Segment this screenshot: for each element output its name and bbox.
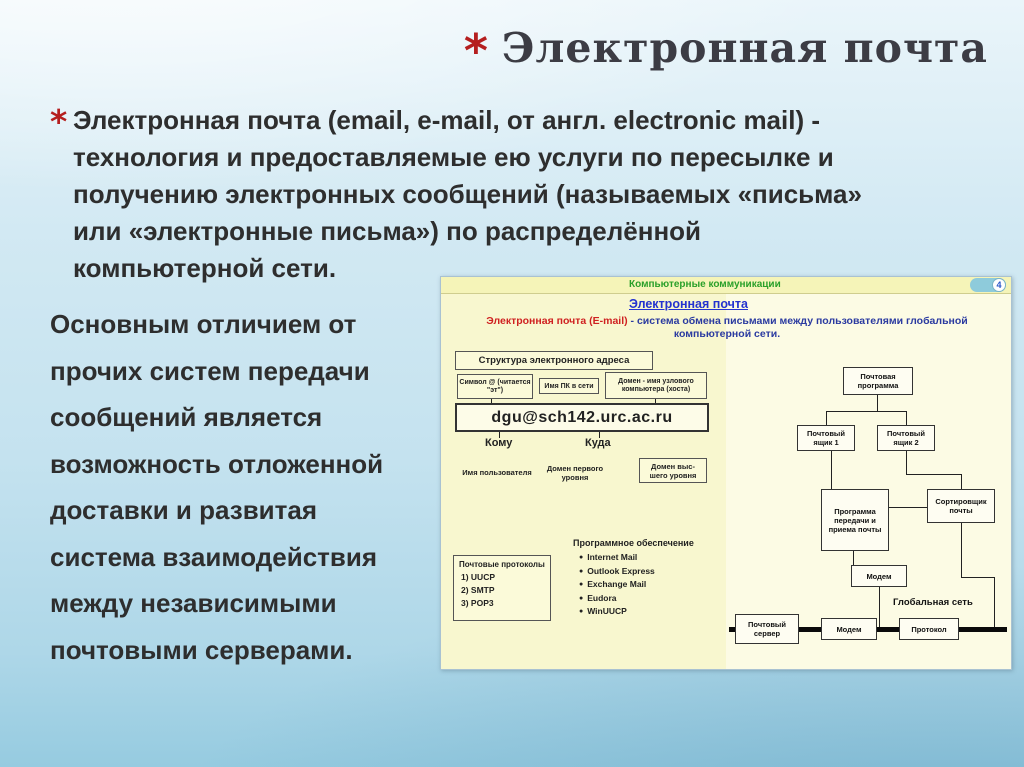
connector-line	[961, 523, 962, 577]
connector-line	[877, 395, 878, 411]
software-list: Программное обеспечение ●Internet Mail ●…	[561, 538, 733, 619]
top-level-domain-label: Домен выс- шего уровня	[639, 458, 707, 483]
diagram-protocol-box: Протокол	[899, 618, 959, 640]
intro-line: Электронная почта (email, e-mail, от анг…	[73, 105, 821, 135]
bullet-icon: ●	[579, 594, 584, 602]
software-item-label: Outlook Express	[587, 565, 655, 576]
software-item-label: Internet Mail	[587, 552, 638, 562]
connector-line	[994, 577, 995, 627]
software-item-label: Eudora	[587, 592, 617, 603]
embed-header-title: Компьютерные коммуникации	[629, 279, 781, 290]
body-line: почтовыми серверами.	[50, 634, 353, 665]
intro-line: технология и предоставляемые ею услуги п…	[73, 142, 834, 172]
connector-line	[889, 507, 927, 508]
body-line: Основным отличием от	[50, 309, 357, 339]
protocol-item: 3) POP3	[461, 598, 494, 608]
body-line: возможность отложенной	[50, 448, 384, 479]
page-number: 4	[992, 278, 1006, 292]
connector-line	[961, 474, 962, 489]
address-section-title: Структура электронного адреса	[455, 351, 653, 370]
title-asterisk-bullet-icon: *	[463, 24, 488, 78]
definition-text: - система обмена письмами между пользова…	[627, 315, 968, 340]
embed-subtitle: Электронная почта	[629, 297, 748, 311]
diagram-mailbox2-box: Почтовый ящик 2	[877, 425, 935, 451]
bullet-icon: ●	[579, 554, 584, 561]
connector-line	[961, 577, 995, 578]
diagram-mail-program-box: Почтовая программа	[843, 367, 913, 395]
connector-line	[906, 412, 907, 425]
connector-line	[853, 551, 854, 565]
page-number-badge: 4	[970, 278, 1006, 292]
diagram-transfer-program-box: Программа передачи и приема почты	[821, 489, 889, 551]
embed-header-bar: Компьютерные коммуникации 4	[441, 277, 1011, 294]
connector-line	[491, 399, 492, 403]
bullet-icon: ●	[579, 608, 584, 615]
at-symbol-label: Символ @ (читается "эт")	[457, 374, 533, 399]
body-line: прочих систем передачи	[50, 355, 370, 386]
page-title: Электронная почта	[501, 24, 988, 72]
software-item-label: WinUUCP	[587, 606, 627, 616]
body-line: между независимыми	[50, 588, 337, 618]
bullet-icon: ●	[579, 581, 584, 588]
software-item: ●Outlook Express	[579, 565, 733, 579]
diagram-modem-box: Модем	[851, 565, 907, 587]
pc-name-label: Имя ПК в сети	[539, 378, 599, 394]
protocol-item: 2) SMTP	[461, 585, 495, 595]
embed-definition: Электронная почта (E-mail) - система обм…	[449, 315, 1005, 341]
asterisk-bullet-icon: *	[50, 102, 68, 141]
intro-line: или «электронные письма») по распределён…	[73, 216, 702, 246]
software-item: ●WinUUCP	[579, 605, 733, 619]
intro-line: получению электронных сообщений (называе…	[73, 179, 862, 209]
software-item: ●Eudora	[579, 592, 733, 606]
definition-term: Электронная почта (E-mail)	[486, 315, 628, 327]
connector-line	[879, 587, 880, 627]
protocol-item: 1) UUCP	[461, 572, 496, 582]
where-label: Куда	[585, 437, 611, 449]
diagram-mail-server-box: Почтовый сервер	[735, 614, 799, 644]
connector-line	[655, 399, 656, 403]
slide-title-row: * Электронная почта	[463, 24, 988, 78]
connector-line	[599, 432, 600, 438]
domain-label: Домен - имя узлового компьютера (хоста)	[605, 372, 707, 399]
user-name-label: Имя пользователя	[462, 468, 532, 477]
body-line: доставки и развитая	[50, 495, 318, 525]
software-title: Программное обеспечение	[573, 538, 694, 548]
intro-paragraph: * Электронная почта (email, e-mail, от а…	[50, 102, 862, 287]
diagram-mail-sorter-box: Сортировщик почты	[927, 489, 995, 523]
first-level-domain-label: Домен первого уровня	[546, 464, 604, 482]
body-line: сообщений является	[50, 402, 323, 432]
connector-line	[826, 412, 827, 425]
diagram-modem2-box: Модем	[821, 618, 877, 640]
diagram-mailbox1-box: Почтовый ящик 1	[797, 425, 855, 451]
connector-line	[826, 411, 907, 412]
connector-line	[906, 451, 907, 474]
mail-protocols-box: Почтовые протоколы 1) UUCP 2) SMTP 3) PO…	[453, 555, 551, 621]
global-network-label: Глобальная сеть	[893, 597, 973, 608]
email-address-example: dgu@sch142.urc.ac.ru	[455, 403, 709, 432]
connector-line	[906, 474, 962, 475]
intro-line: компьютерной сети.	[73, 253, 337, 283]
bullet-icon: ●	[579, 567, 584, 575]
to-whom-label: Кому	[485, 437, 513, 449]
body-line: система взаимодействия	[50, 541, 378, 572]
intro-text-block: Электронная почта (email, e-mail, от анг…	[73, 102, 862, 287]
connector-line	[831, 451, 832, 489]
software-item: ●Exchange Mail	[579, 578, 733, 592]
body-paragraph: Основным отличием от прочих систем перед…	[50, 301, 383, 673]
software-item-label: Exchange Mail	[587, 579, 647, 589]
embedded-slide-image: Компьютерные коммуникации 4 Электронная …	[440, 276, 1012, 670]
protocols-title: Почтовые протоколы	[459, 560, 545, 569]
connector-line	[499, 432, 500, 438]
software-item: ●Internet Mail	[579, 551, 733, 565]
